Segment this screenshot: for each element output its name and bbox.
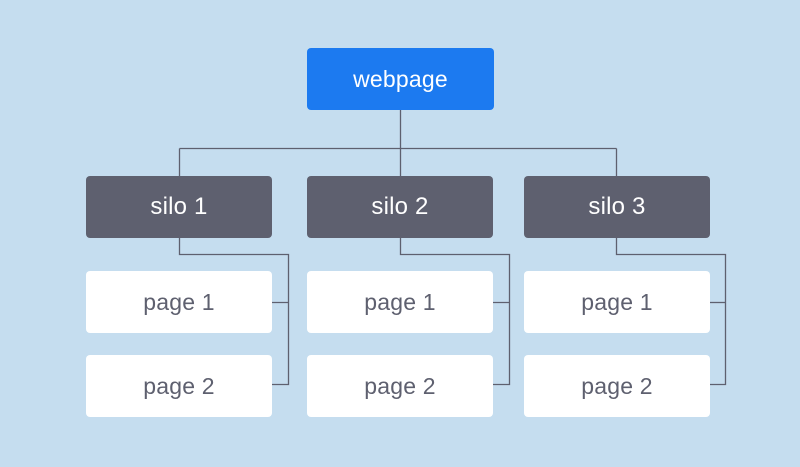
silo-node-2: silo 2 bbox=[307, 176, 493, 238]
silo-node-label: silo 3 bbox=[588, 193, 646, 220]
root-node-webpage: webpage bbox=[307, 48, 494, 110]
page-node-label: page 2 bbox=[143, 372, 215, 399]
silo-3-bracket-line bbox=[615, 238, 727, 386]
silo-node-label: silo 1 bbox=[150, 193, 208, 220]
root-node-label: webpage bbox=[353, 65, 448, 92]
page-node-label: page 1 bbox=[581, 288, 653, 315]
silo-2-page-1-node: page 1 bbox=[307, 271, 493, 333]
silo-node-label: silo 2 bbox=[371, 193, 429, 220]
page-node-label: page 1 bbox=[364, 288, 436, 315]
silo-2-bracket-line bbox=[399, 238, 511, 386]
page-node-label: page 2 bbox=[364, 372, 436, 399]
page-node-label: page 2 bbox=[581, 372, 653, 399]
silo-1-bracket-line bbox=[178, 238, 290, 386]
silo-1-page-2-node: page 2 bbox=[86, 355, 272, 417]
silo-node-3: silo 3 bbox=[524, 176, 710, 238]
silo-2-page-2-node: page 2 bbox=[307, 355, 493, 417]
silo-3-page-1-node: page 1 bbox=[524, 271, 710, 333]
silo-3-page-2-node: page 2 bbox=[524, 355, 710, 417]
page-node-label: page 1 bbox=[143, 288, 215, 315]
silo-1-page-1-node: page 1 bbox=[86, 271, 272, 333]
silo-node-1: silo 1 bbox=[86, 176, 272, 238]
